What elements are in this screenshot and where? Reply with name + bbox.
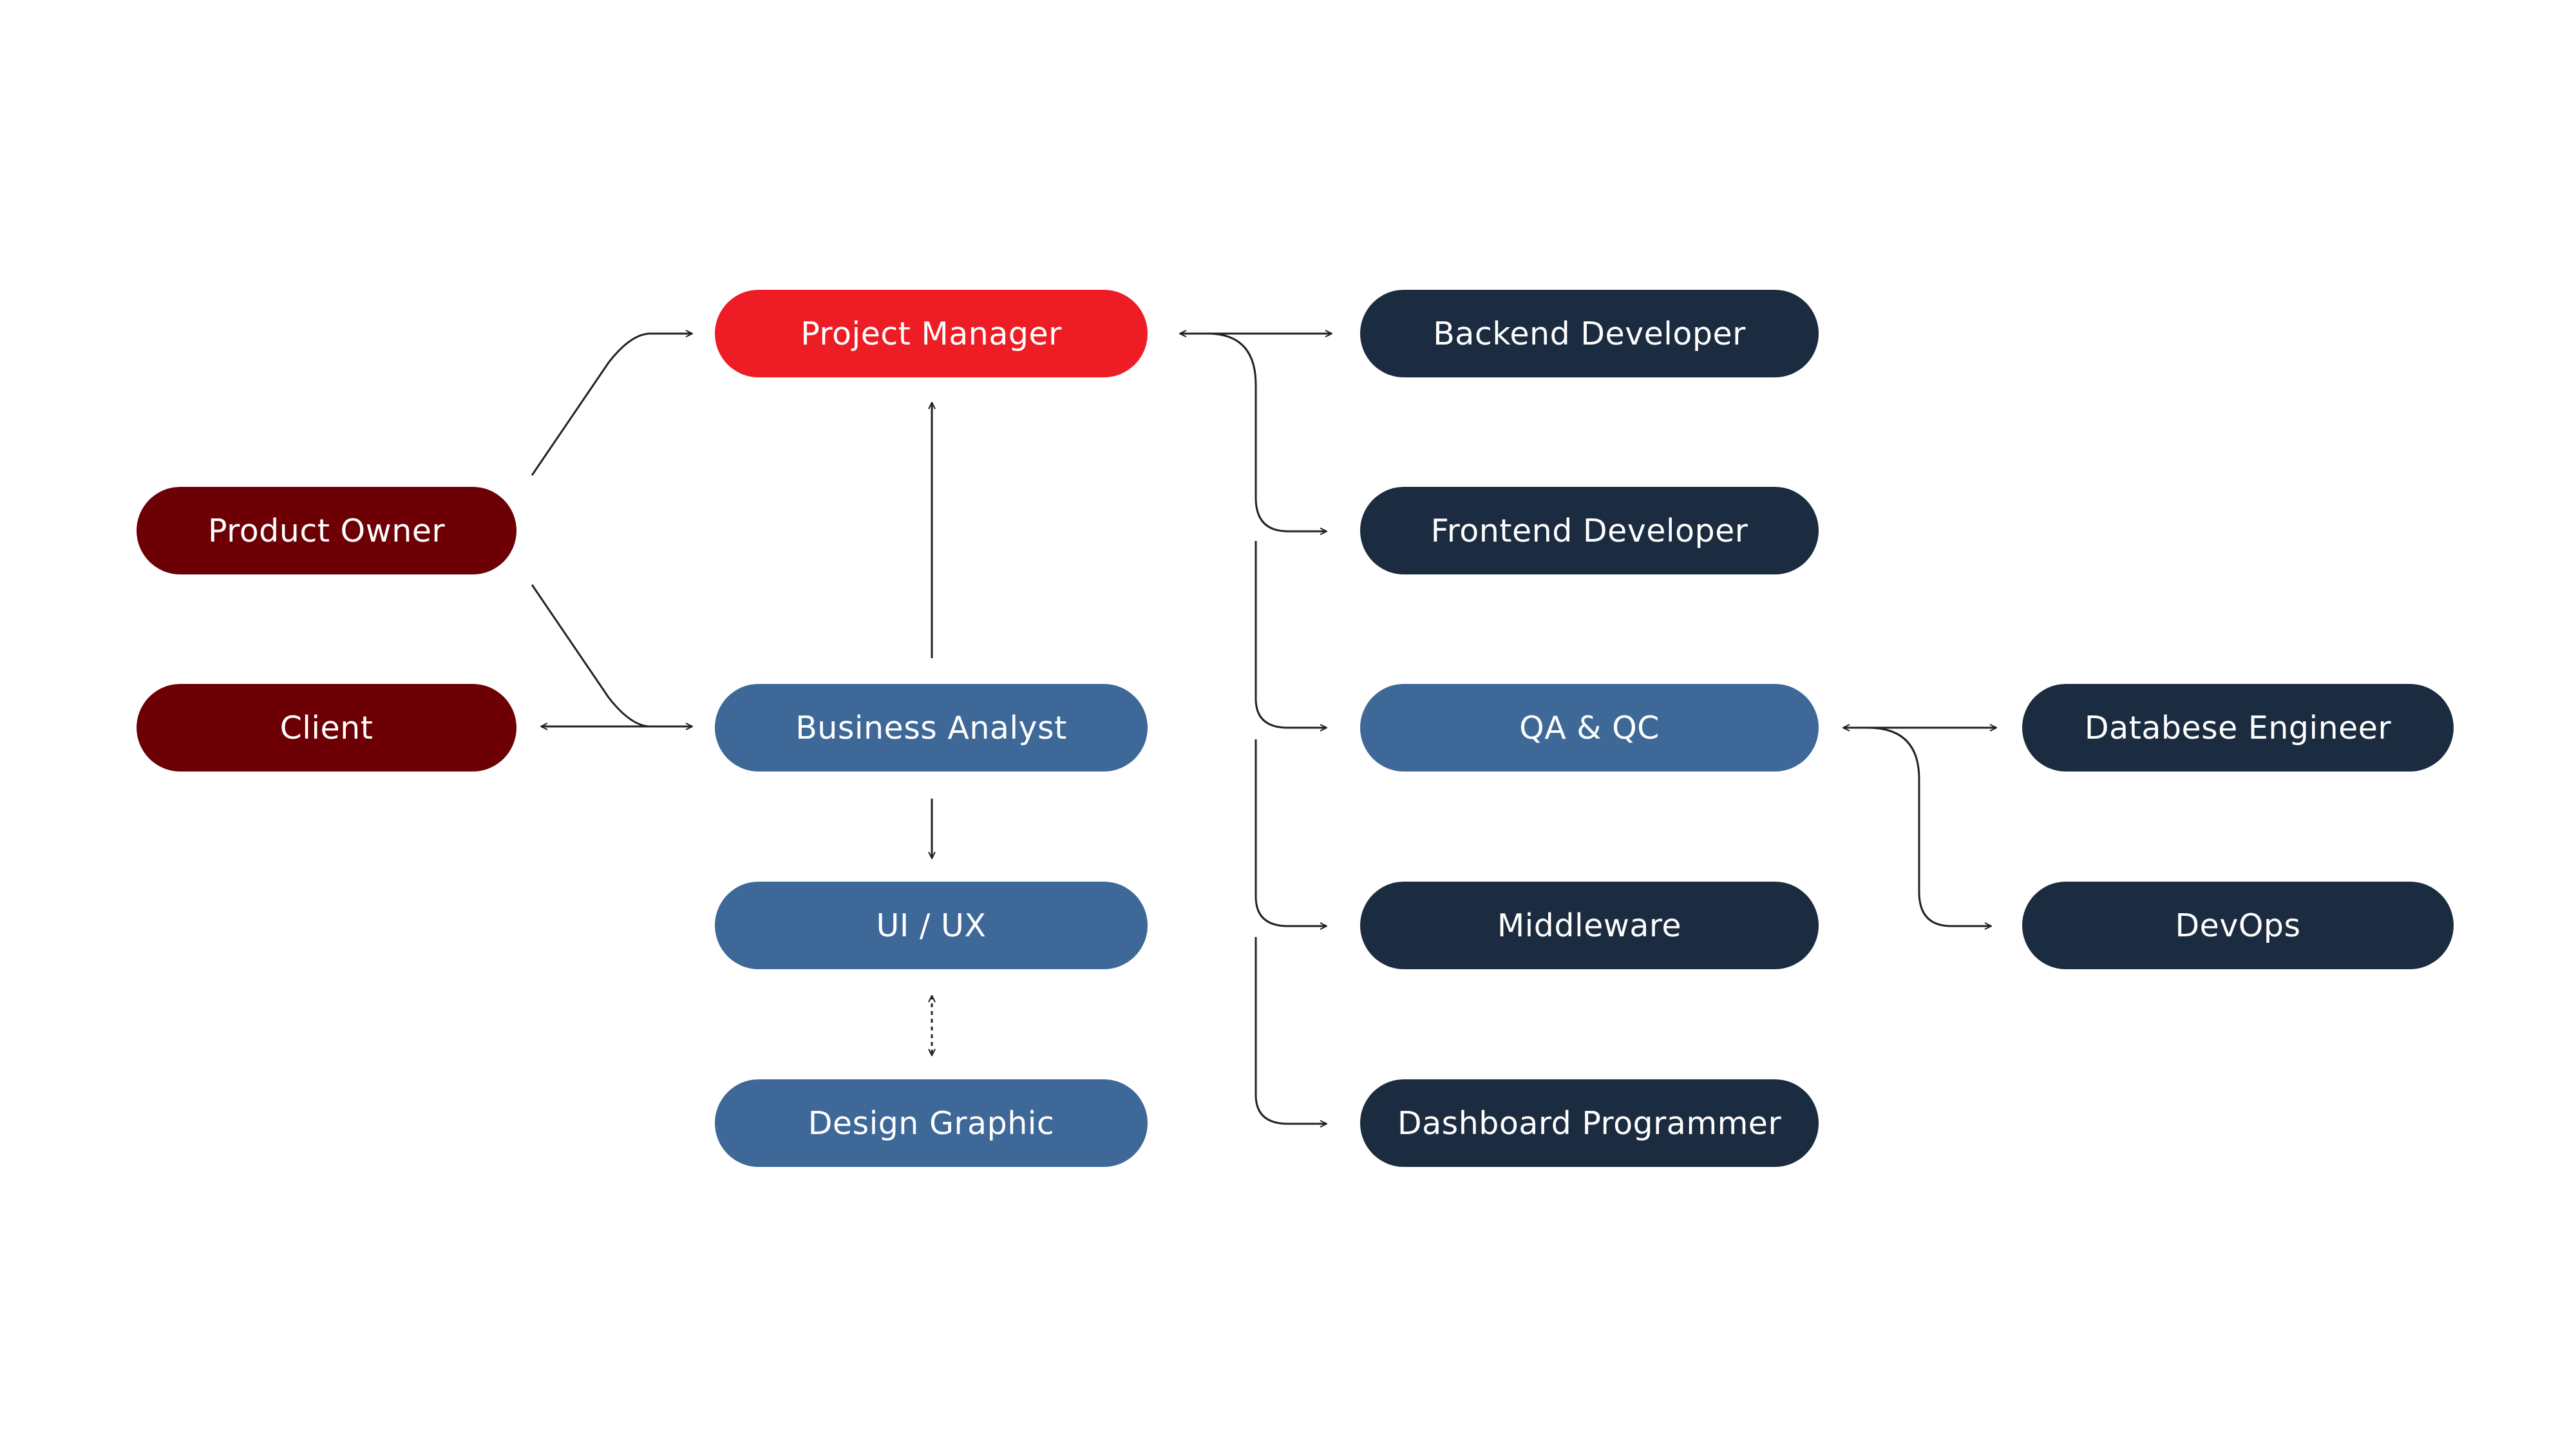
project-manager-label: Project Manager — [800, 315, 1062, 352]
qa-qc-node[interactable]: QA & QC — [1360, 684, 1819, 772]
ui-ux-node[interactable]: UI / UX — [715, 882, 1148, 969]
connector-product-owner-to-business-analyst — [531, 584, 651, 728]
design-graphic-label: Design Graphic — [808, 1104, 1055, 1142]
project-manager-node[interactable]: Project Manager — [715, 290, 1148, 377]
connector-project-manager-to-frontend-developer — [1207, 332, 1327, 531]
backend-developer-node[interactable]: Backend Developer — [1360, 290, 1819, 377]
devops-node[interactable]: DevOps — [2022, 882, 2454, 969]
connector-project-manager-to-middleware — [1255, 739, 1327, 926]
ui-ux-label: UI / UX — [876, 907, 987, 944]
design-graphic-node[interactable]: Design Graphic — [715, 1079, 1148, 1167]
connector-product-owner-to-project-manager — [531, 334, 692, 476]
business-analyst-node[interactable]: Business Analyst — [715, 684, 1148, 772]
qa-qc-label: QA & QC — [1519, 709, 1660, 746]
middleware-label: Middleware — [1497, 907, 1682, 944]
dashboard-programmer-label: Dashboard Programmer — [1397, 1104, 1782, 1142]
frontend-developer-label: Frontend Developer — [1430, 512, 1748, 549]
connector-project-manager-to-dashboard-programmer — [1255, 937, 1327, 1124]
backend-developer-label: Backend Developer — [1433, 315, 1746, 352]
middleware-node[interactable]: Middleware — [1360, 882, 1819, 969]
business-analyst-label: Business Analyst — [795, 709, 1067, 746]
client-label: Client — [279, 709, 374, 746]
product-owner-node[interactable]: Product Owner — [137, 487, 516, 574]
connector-project-manager-to-qa-qc — [1255, 541, 1327, 728]
client-node[interactable]: Client — [137, 684, 516, 772]
devops-label: DevOps — [2175, 907, 2301, 944]
product-owner-label: Product Owner — [207, 512, 446, 549]
database-engineer-label: Databese Engineer — [2084, 709, 2392, 746]
dashboard-programmer-node[interactable]: Dashboard Programmer — [1360, 1079, 1819, 1167]
database-engineer-node[interactable]: Databese Engineer — [2022, 684, 2454, 772]
connector-qa-qc-to-devops — [1867, 726, 1991, 926]
frontend-developer-node[interactable]: Frontend Developer — [1360, 487, 1819, 574]
